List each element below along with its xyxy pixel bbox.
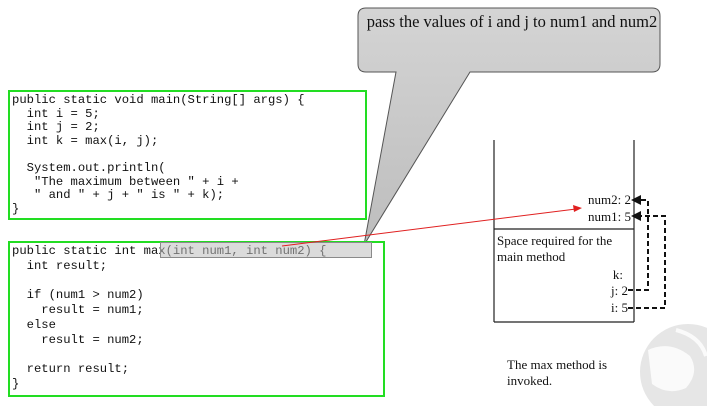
code-line: int j = 2; <box>12 120 100 135</box>
code-line: } <box>12 201 20 216</box>
arrowhead-num1 <box>631 211 641 221</box>
code-line: int i = 5; <box>12 106 100 121</box>
parameter-highlight <box>160 242 372 258</box>
code-line: } <box>12 377 20 392</box>
main-method-source: public static void main(String[] args) {… <box>10 92 365 216</box>
dashed-arrow-j-to-num2 <box>628 199 649 291</box>
dashed-arrow-i-to-num1 <box>628 215 666 309</box>
stack-j: j: 2 <box>611 283 628 298</box>
code-line: System.out.println( <box>12 160 166 175</box>
code-line: if (num1 > num2) <box>12 288 144 303</box>
code-line: result = num1; <box>12 303 144 318</box>
globe-watermark <box>640 324 707 406</box>
code-line: " and " + j + " is " + k); <box>12 188 225 203</box>
stack-num1: num1: 5 <box>588 209 631 224</box>
arrowhead-num2 <box>631 195 641 205</box>
stack-k: k: <box>612 267 623 282</box>
code-line: int result; <box>12 258 108 273</box>
stack-i: i: 5 <box>611 300 628 315</box>
max-method-code: public static int max(int num1, int num2… <box>8 241 385 397</box>
red-pass-arrow <box>281 208 577 247</box>
red-arrowhead <box>573 205 582 212</box>
stack-num2: num2: 2 <box>588 192 631 207</box>
code-line: else <box>12 317 56 332</box>
main-method-code: public static void main(String[] args) {… <box>8 90 367 220</box>
code-line: return result; <box>12 362 130 377</box>
code-line: "The maximum between " + i + <box>12 174 239 189</box>
stack-frame-label: Space required for the main method <box>497 233 613 264</box>
code-line: public static void main(String[] args) { <box>12 93 305 107</box>
callout-text: pass the values of i and j to num1 and n… <box>366 12 658 31</box>
code-line: result = num2; <box>12 332 144 347</box>
footnote: The max method is invoked. <box>507 357 608 388</box>
code-line: int k = max(i, j); <box>12 133 159 148</box>
